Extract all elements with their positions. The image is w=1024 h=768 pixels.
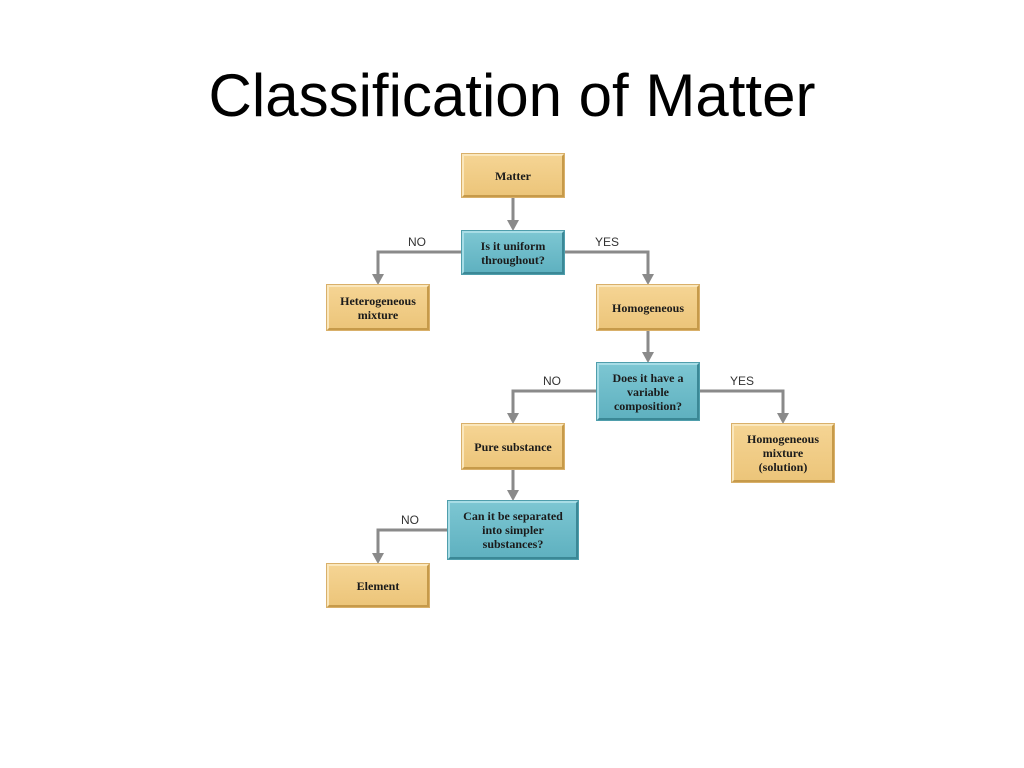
arrow-separated-no [376,528,448,555]
arrowhead-separated [507,490,519,501]
arrow-uniform-no [376,250,462,276]
node-uniform-question: Is it uniform throughout? [462,231,564,274]
edge-label-variable-yes: YES [730,374,755,388]
arrowhead-heterogeneous [372,274,384,285]
node-element: Element [327,564,429,607]
arrowhead-variable [642,352,654,363]
edge-label-variable-no: NO [543,374,561,388]
edge-label-separated-no: NO [401,513,419,527]
arrow-variable-no [511,389,597,415]
node-variable-question: Does it have a variable composition? [597,363,699,420]
arrow-uniform-yes [564,250,650,276]
node-homogeneous-mixture: Homogeneous mixture (solution) [732,424,834,482]
node-heterogeneous-mixture: Heterogeneous mixture [327,285,429,330]
arrowhead-homogeneous [642,274,654,285]
edge-label-uniform-yes: YES [595,235,620,249]
arrowhead-uniform [507,220,519,231]
node-pure-substance: Pure substance [462,424,564,469]
node-matter: Matter [462,154,564,197]
arrowhead-element [372,553,384,564]
arrowhead-homogeneous-mixture [777,413,789,424]
arrowhead-pure-substance [507,413,519,424]
node-separated-question: Can it be separated into simpler substan… [448,501,578,559]
slide-title: Classification of Matter [208,62,816,129]
arrow-variable-yes [699,389,785,415]
node-homogeneous: Homogeneous [597,285,699,330]
edge-label-uniform-no: NO [408,235,426,249]
